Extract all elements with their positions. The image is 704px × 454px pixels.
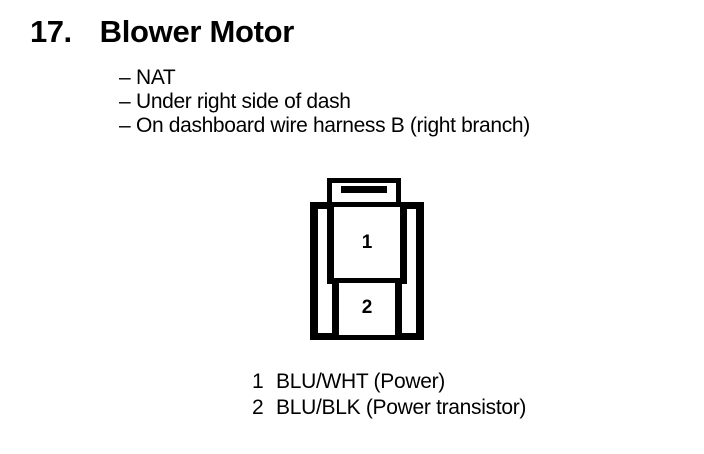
terminal-cavity-1-void xyxy=(334,207,400,279)
pin-legend-row: 1 BLU/WHT (Power) xyxy=(252,369,526,395)
pin-number: 1 xyxy=(252,370,264,393)
note-item: – On dashboard wire harness B (right bra… xyxy=(119,114,679,138)
bullet-dash-icon: – xyxy=(119,90,131,113)
terminal-cavity-2-void xyxy=(339,283,395,335)
note-text: Under right side of dash xyxy=(136,90,351,113)
bullet-dash-icon: – xyxy=(119,66,131,89)
terminal-cavity-2-label: 2 xyxy=(361,297,373,318)
pin-number: 2 xyxy=(252,396,264,419)
note-item: – Under right side of dash xyxy=(119,90,679,114)
terminal-cavity-1-label: 1 xyxy=(361,232,373,253)
pin-legend-row: 2 BLU/BLK (Power transistor) xyxy=(252,395,526,421)
connector-diagram: 1 2 xyxy=(305,178,429,346)
note-text: On dashboard wire harness B (right branc… xyxy=(136,114,530,137)
pin-description: BLU/BLK (Power transistor) xyxy=(276,396,527,419)
page-title: Blower Motor xyxy=(99,14,295,49)
note-text: NAT xyxy=(136,66,176,89)
notes-list: – NAT – Under right side of dash – On da… xyxy=(119,66,679,138)
bullet-dash-icon: – xyxy=(119,114,131,137)
pin-legend: 1 BLU/WHT (Power) 2 BLU/BLK (Power trans… xyxy=(252,369,526,421)
connector-latch-bar xyxy=(341,186,387,193)
page-header: 17. Blower Motor xyxy=(30,16,294,47)
note-item: – NAT xyxy=(119,66,679,90)
item-number: 17. xyxy=(30,14,72,49)
pin-description: BLU/WHT (Power) xyxy=(276,370,445,393)
